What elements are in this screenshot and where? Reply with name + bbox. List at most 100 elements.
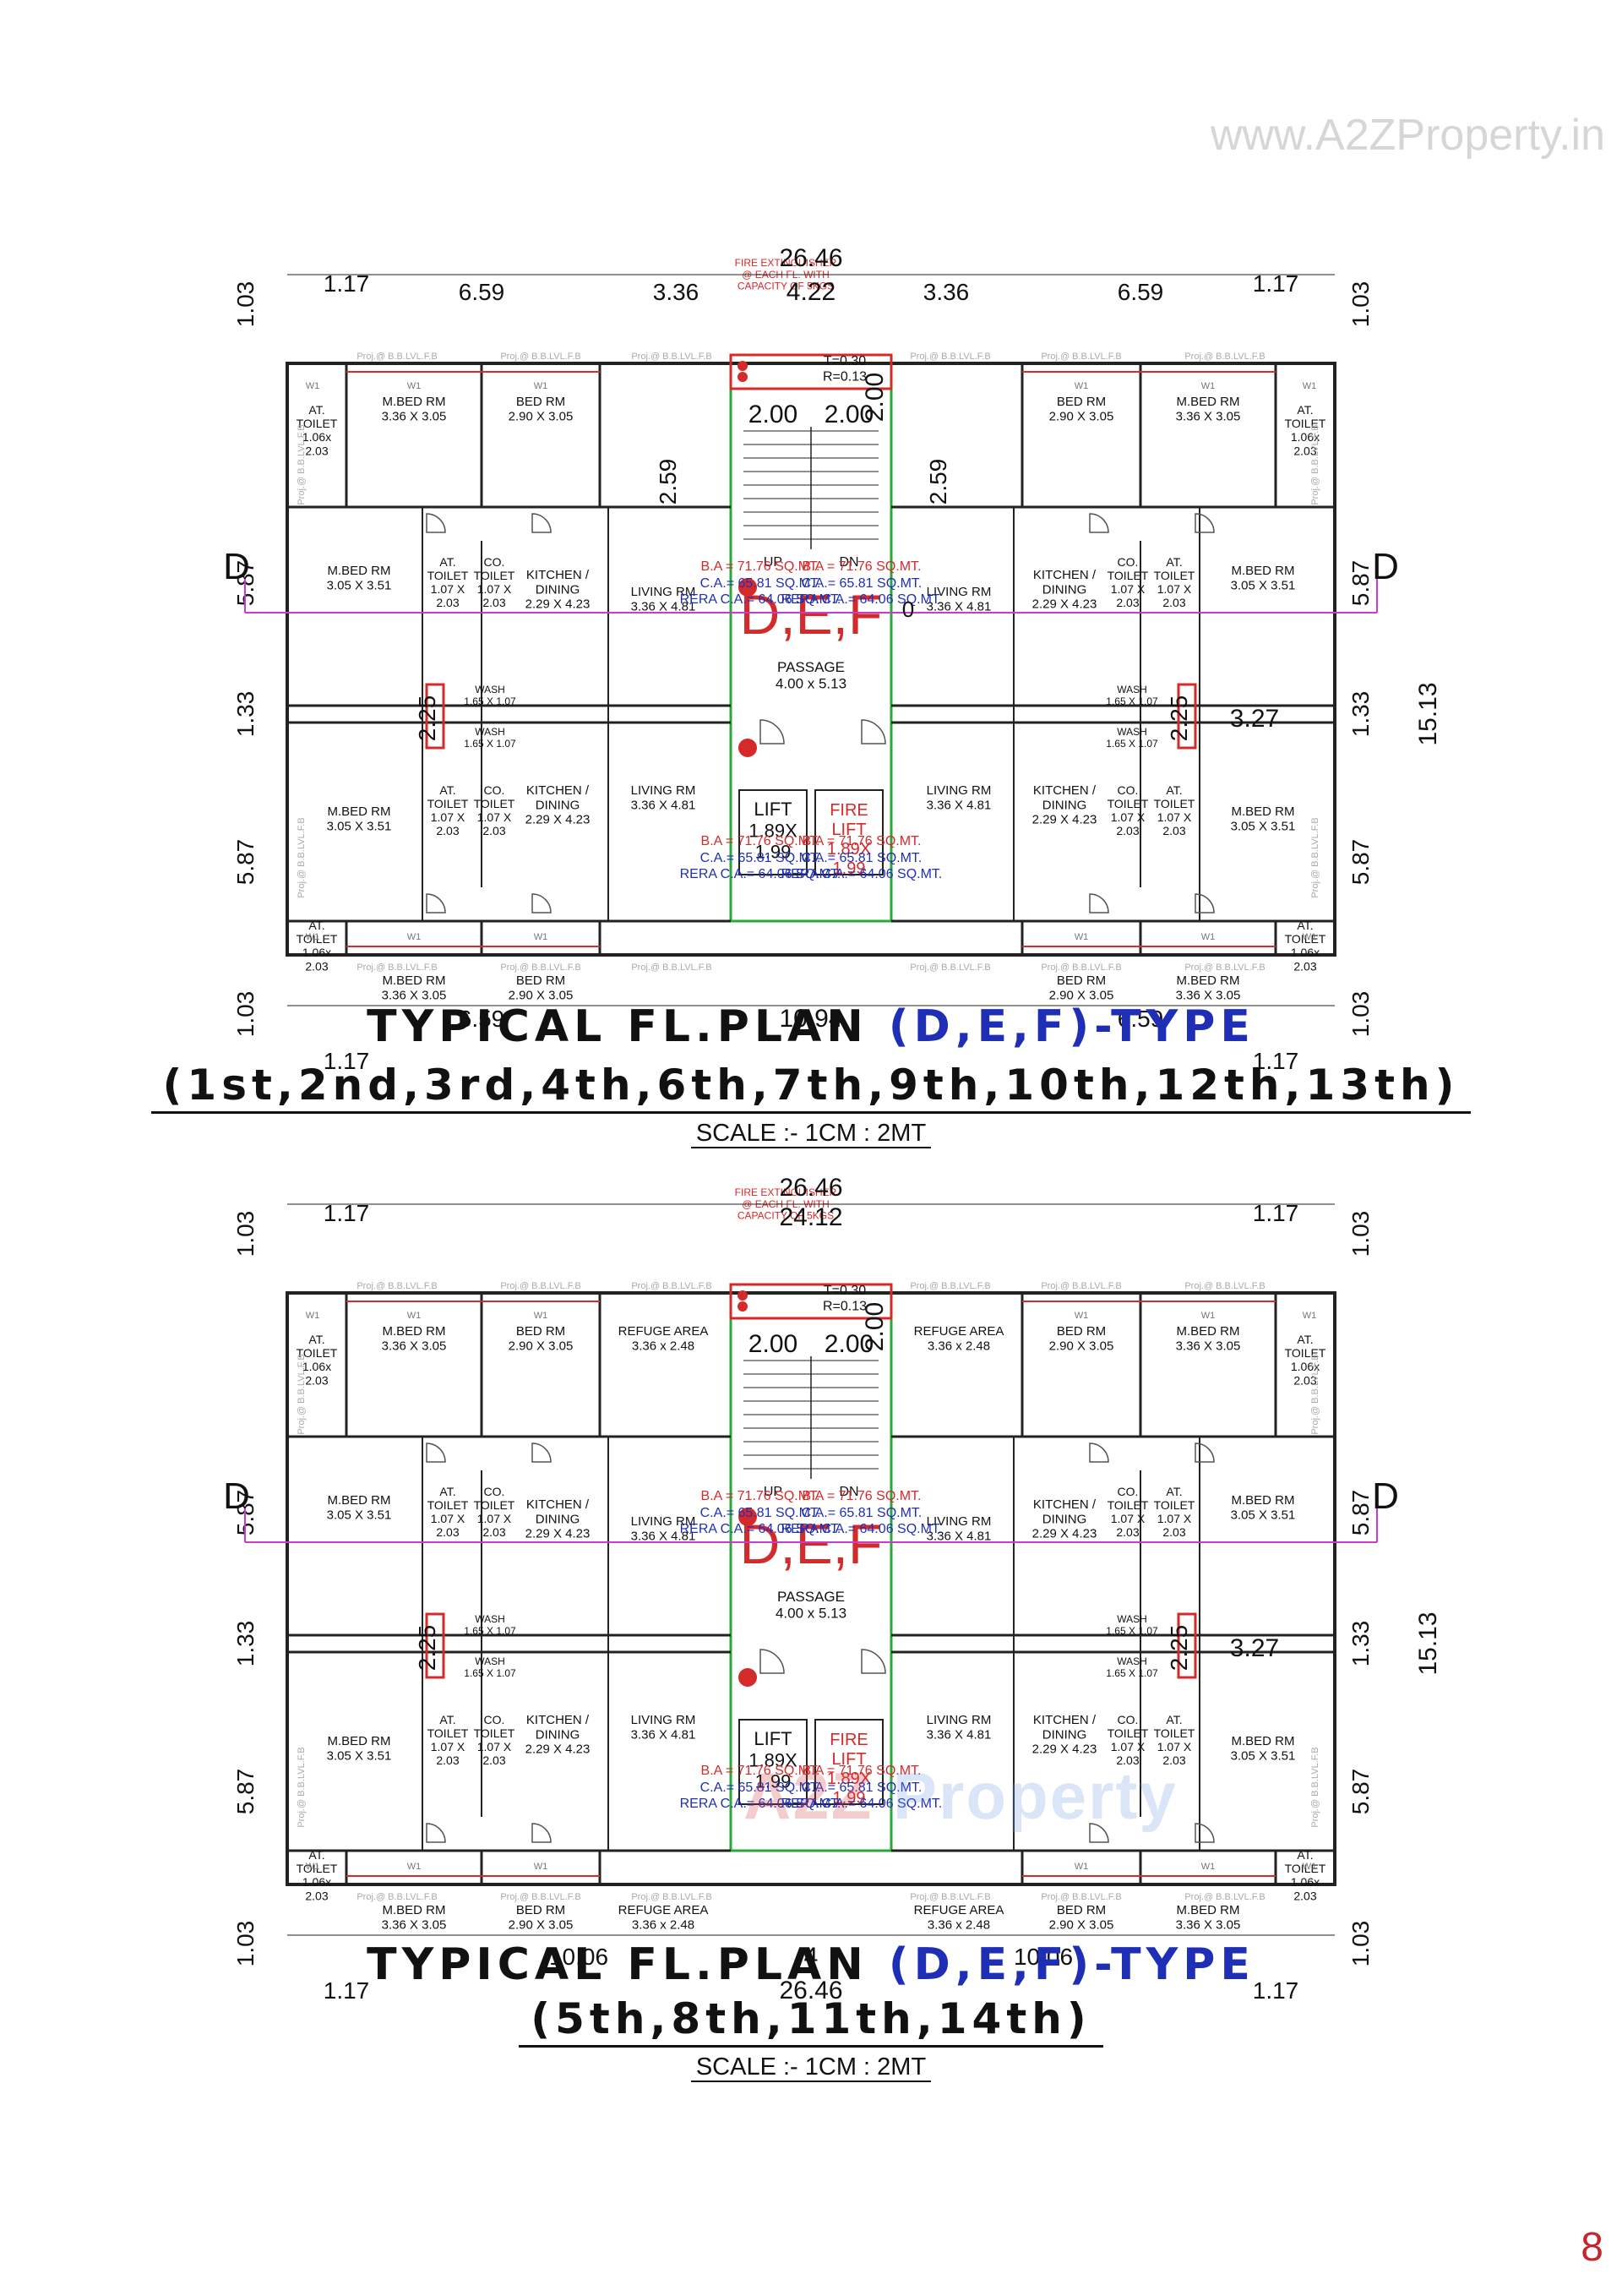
left-living-bottom-line-1: 3.36 X 4.81 [631,798,696,812]
left-co-toilet-top-line-0: CO. [484,1485,505,1498]
right-dim-133: 1.33 [1347,1621,1374,1667]
left-living-top-line-0: LIVING RM [631,1514,696,1529]
left-main-door [759,719,785,744]
left-window-top-2: W1 [534,1311,548,1321]
left-bed-top-line-0: BED RM [516,1324,565,1339]
right-dim-103-bottom: 1.03 [1347,991,1374,1038]
left-wash-bottom-line-0: WASH [475,726,505,738]
left-kitchen-top-line-2: 2.29 X 4.23 [525,1527,591,1541]
fire-lift-label-line-0: FIRE [830,801,868,820]
right-at-toilet-small-top-line-2: 1.06x [1291,1360,1320,1373]
passage-label-line-1: 4.00 x 5.13 [776,1606,846,1622]
left-at-toilet-top-line-3: 2.03 [436,1525,459,1539]
right-co-toilet-top-line-1: TOILET [1108,1498,1149,1512]
left-wash-top-line-1: 1.65 X 1.07 [464,695,516,707]
right-window-top-2: W1 [1075,1311,1089,1321]
left-ba-top-line-0: B.A = 71.76 SQ.MT. [701,1489,820,1503]
left-kitchen-top-line-2: 2.29 X 4.23 [525,597,591,612]
right-window-bottom-2: W1 [1075,1862,1089,1872]
right-co-toilet-top-line-2: 1.07 X [1111,1512,1146,1525]
left-proj-top-1: Proj.@ B.B.LVL.F.B [500,1281,580,1291]
plan1-title-type: (D,E,F)-TYPE [888,1001,1255,1052]
left-co-toilet-bottom-line-3: 2.03 [482,824,505,837]
right-refuge-bottom-line-0: REFUGE AREA [914,1903,1004,1917]
left-door-1 [426,1442,446,1463]
dim-327: 3.27 [1230,705,1279,733]
left-co-toilet-bottom-line-1: TOILET [474,797,515,810]
left-wash-top-line-0: WASH [475,1613,505,1625]
left-living-top-line-1: 3.36 X 4.81 [631,599,696,614]
right-at-toilet-top-line-0: AT. [1166,1485,1182,1498]
right-dim-117-bottom: 1.17 [1253,1048,1299,1074]
left-at-toilet-bottom-line-2: 1.07 X [431,810,465,824]
right-co-toilet-top-line-0: CO. [1118,555,1139,569]
left-co-toilet-bottom-line-0: CO. [484,1713,505,1726]
left-at-toilet-top-line-1: TOILET [427,569,469,582]
left-master-bed-bottom-line-0: M.BED RM [383,973,446,988]
right-proj-bottom-0: Proj.@ B.B.LVL.F.B [1184,963,1265,973]
right-master-bed2-bottom-line-0: M.BED RM [1232,804,1295,819]
right-co-toilet-bottom-line-0: CO. [1118,783,1139,797]
flat-code-label: D,E,F [740,583,883,646]
right-at-toilet-bottom-line-0: AT. [1166,783,1182,797]
right-dim-659-bottom: 6.59 [1118,1006,1164,1032]
right-ca-top-line-1: RERA C.A.= 64.06 SQ.MT. [781,592,943,607]
left-master-bed2-top-line-0: M.BED RM [328,1493,391,1508]
right-wash-top-line-0: WASH [1117,684,1147,695]
left-dim-103-bottom: 1.03 [232,991,259,1038]
right-at-toilet-small-bottom-line-1: TOILET [1285,932,1326,946]
right-at-toilet-bottom-line-0: AT. [1166,1713,1182,1726]
left-dim-103-top: 1.03 [232,1211,259,1257]
fire-lift-label-line-2: 1.89X [827,840,871,859]
left-kitchen-bottom-line-2: 2.29 X 4.23 [525,813,591,827]
left-master-bed-top-line-1: 3.36 X 3.05 [382,1339,447,1353]
left-dim-117-bottom: 1.17 [324,1977,370,2004]
left-at-toilet-small-bottom-line-1: TOILET [297,1862,338,1875]
left-dim-103-top: 1.03 [232,281,259,328]
right-at-toilet-top-line-2: 1.07 X [1157,1512,1192,1525]
fire-extinguisher-dot [738,372,748,382]
right-proj-side-top: Proj.@ B.B.LVL.F.B [1310,1354,1320,1434]
left-master-bed2-top-line-0: M.BED RM [328,564,391,578]
left-wash-bottom-line-1: 1.65 X 1.07 [464,738,516,750]
dim-422: 4.22 [787,278,835,306]
left-co-toilet-top-line-3: 2.03 [482,1525,505,1539]
stair-tread-riser-line-1: R=0.13 [823,1299,867,1313]
right-ca-top-line-1: RERA C.A.= 64.06 SQ.MT. [781,1522,943,1536]
right-at-toilet-small-bottom-line-2: 1.06x [1291,1875,1320,1889]
left-proj-bottom-2: Proj.@ B.B.LVL.F.B [631,963,711,973]
dim-overall-top: 26.46 [779,245,842,272]
left-proj-top-0: Proj.@ B.B.LVL.F.B [357,352,437,362]
plan1-scale-text: SCALE :- 1CM : 2MT [690,1120,932,1148]
left-master-bed-top-line-0: M.BED RM [383,395,446,409]
left-at-toilet-small-top-line-2: 1.06x [302,430,331,444]
left-at-toilet-top-line-0: AT. [439,1485,455,1498]
right-co-toilet-bottom-line-1: TOILET [1108,1726,1149,1740]
right-ba-top-line-0: B.A = 71.76 SQ.MT. [803,559,922,574]
right-dim-336-top: 3.36 [923,279,970,305]
lift-box [738,789,808,875]
fire-lift-label-line-0: FIRE [830,1731,868,1749]
right-bed-top-line-1: 2.90 X 3.05 [1049,1339,1114,1353]
left-at-toilet-top-line-3: 2.03 [436,596,459,609]
left-at-toilet-small-bottom-line-2: 1.06x [302,946,331,959]
right-master-bed2-top-line-1: 3.05 X 3.51 [1231,1508,1296,1522]
right-proj-bottom-0: Proj.@ B.B.LVL.F.B [1184,1892,1265,1902]
left-dim-659-bottom: 6.59 [459,1006,505,1032]
right-shaft [1177,1612,1197,1679]
left-master-bed-bottom-line-1: 3.36 X 3.05 [382,988,447,1002]
left-master-bed2-bottom-line-1: 3.05 X 3.51 [327,1748,392,1763]
lift-label-line-2: 1.99 [755,842,792,863]
right-at-toilet-small-top-line-1: TOILET [1285,417,1326,430]
lift-label-line-2: 1.99 [755,1771,792,1792]
left-at-toilet-small-top-line-3: 2.03 [305,1373,328,1387]
right-ca-top-line-0: C.A.= 65.81 SQ.MT. [802,1506,923,1520]
right-proj-side-bottom: Proj.@ B.B.LVL.F.B [1310,817,1320,897]
right-proj-bottom-1: Proj.@ B.B.LVL.F.B [1041,963,1121,973]
left-at-toilet-top-line-1: TOILET [427,1498,469,1512]
brand-a2z: A2Z [743,1759,874,1833]
right-dim-103-bottom: 1.03 [1347,1921,1374,1967]
